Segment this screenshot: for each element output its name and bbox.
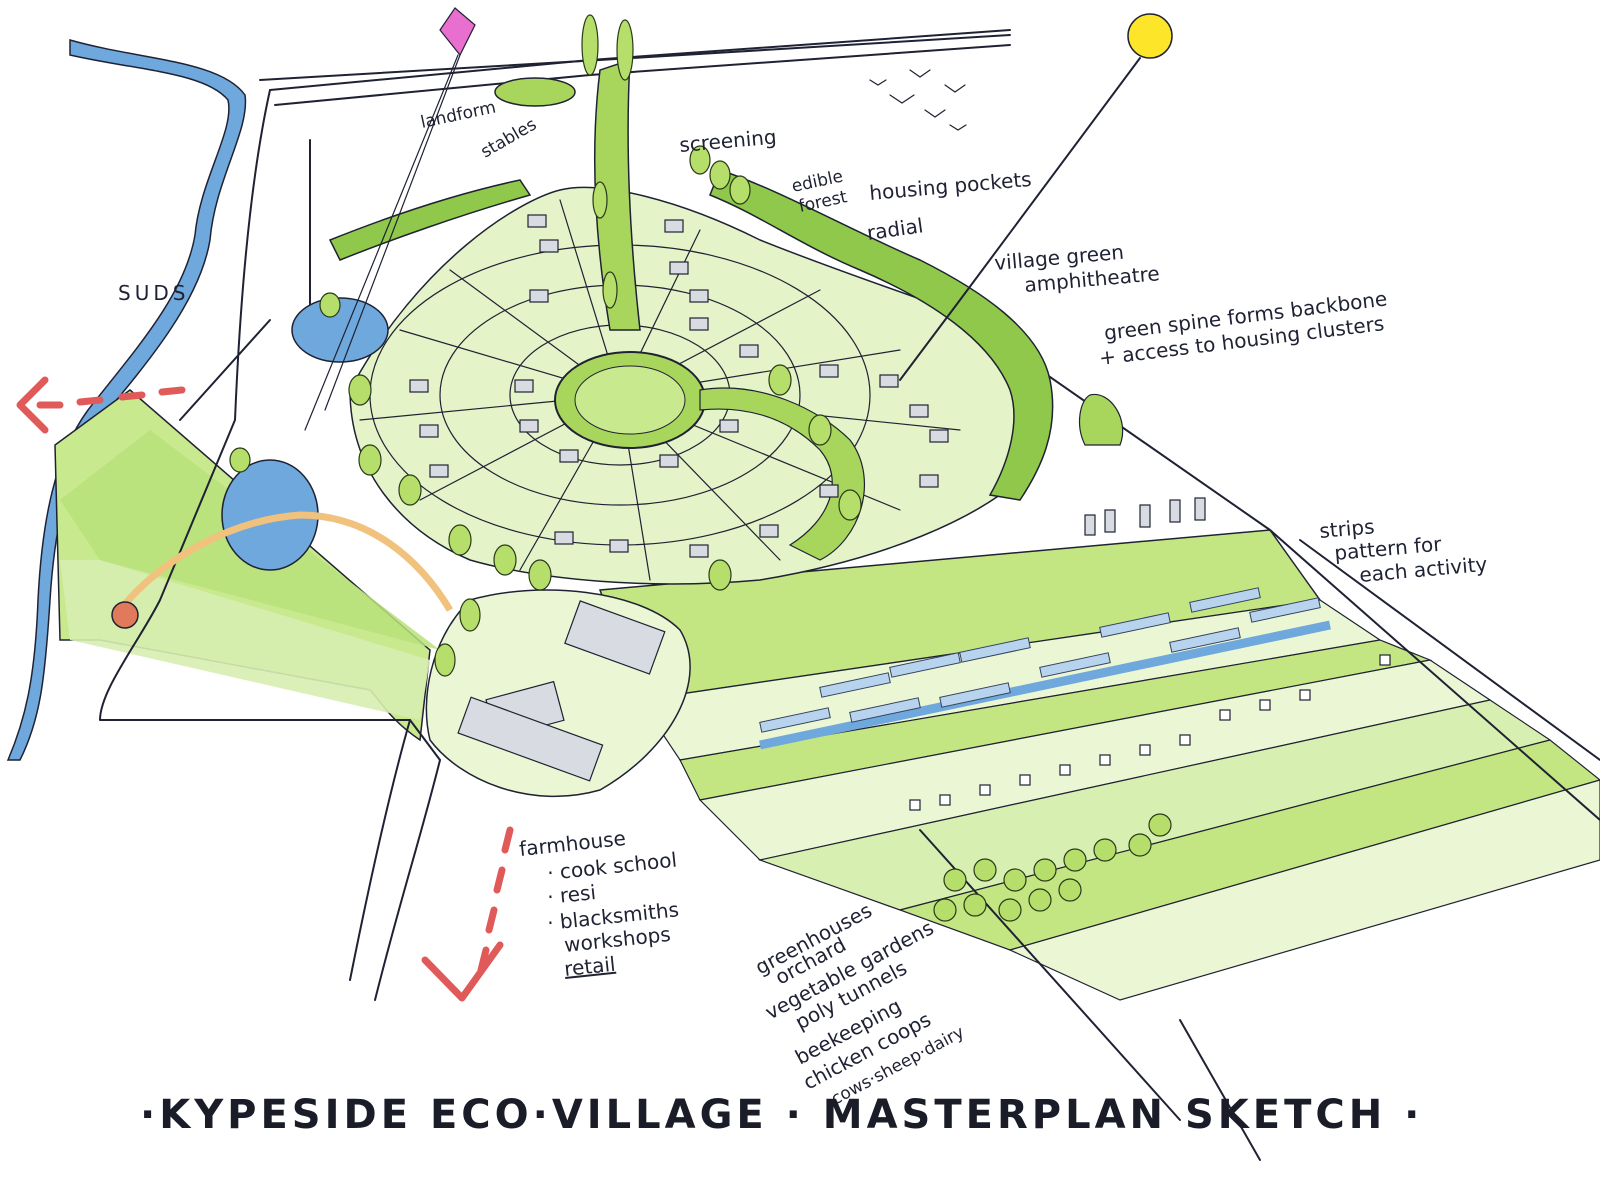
- farmhouse-buildings: [457, 600, 666, 782]
- green-spine: [594, 58, 641, 331]
- trees: [229, 14, 1172, 922]
- viewing-point: [111, 601, 139, 629]
- label-landform: landform: [419, 97, 498, 132]
- west-access-arrow: [16, 376, 186, 434]
- label-strips: strips: [1318, 514, 1375, 543]
- kite: [439, 7, 476, 57]
- kite-string: [304, 54, 461, 431]
- greenhouses: [759, 587, 1321, 733]
- northwest-belt: [328, 179, 532, 261]
- road-south: [349, 719, 441, 1001]
- label-stables: stables: [478, 115, 541, 163]
- label-suds: SUDS: [118, 281, 189, 305]
- page-title: ·KYPESIDE ECO·VILLAGE · MASTERPLAN SKETC…: [140, 1092, 1423, 1138]
- farmhouse-list: farmhouse · cook school · resi · blacksm…: [518, 826, 680, 981]
- left-meadow-band-2: [60, 560, 430, 720]
- beehives: [909, 654, 1391, 811]
- label-housing-pockets: housing pockets: [868, 167, 1032, 205]
- river: [6, 39, 247, 761]
- farmhouse-item: retail: [563, 952, 617, 981]
- label-screening: screening: [678, 125, 777, 157]
- activities-list: greenhouses orchard vegetable gardens po…: [751, 898, 968, 1110]
- south-access-arrow: [421, 826, 514, 1002]
- pond-footpath: [117, 511, 454, 613]
- suds-pond-north: [291, 297, 389, 363]
- birds: [869, 69, 967, 131]
- east-pod: [1078, 393, 1124, 446]
- farmhouse-item: · resi: [546, 880, 597, 909]
- houses: [409, 214, 1206, 558]
- sun: [1127, 13, 1173, 59]
- sun-ray: [899, 57, 1141, 381]
- landform-mound: [494, 77, 576, 107]
- label-radial: radial: [865, 213, 924, 245]
